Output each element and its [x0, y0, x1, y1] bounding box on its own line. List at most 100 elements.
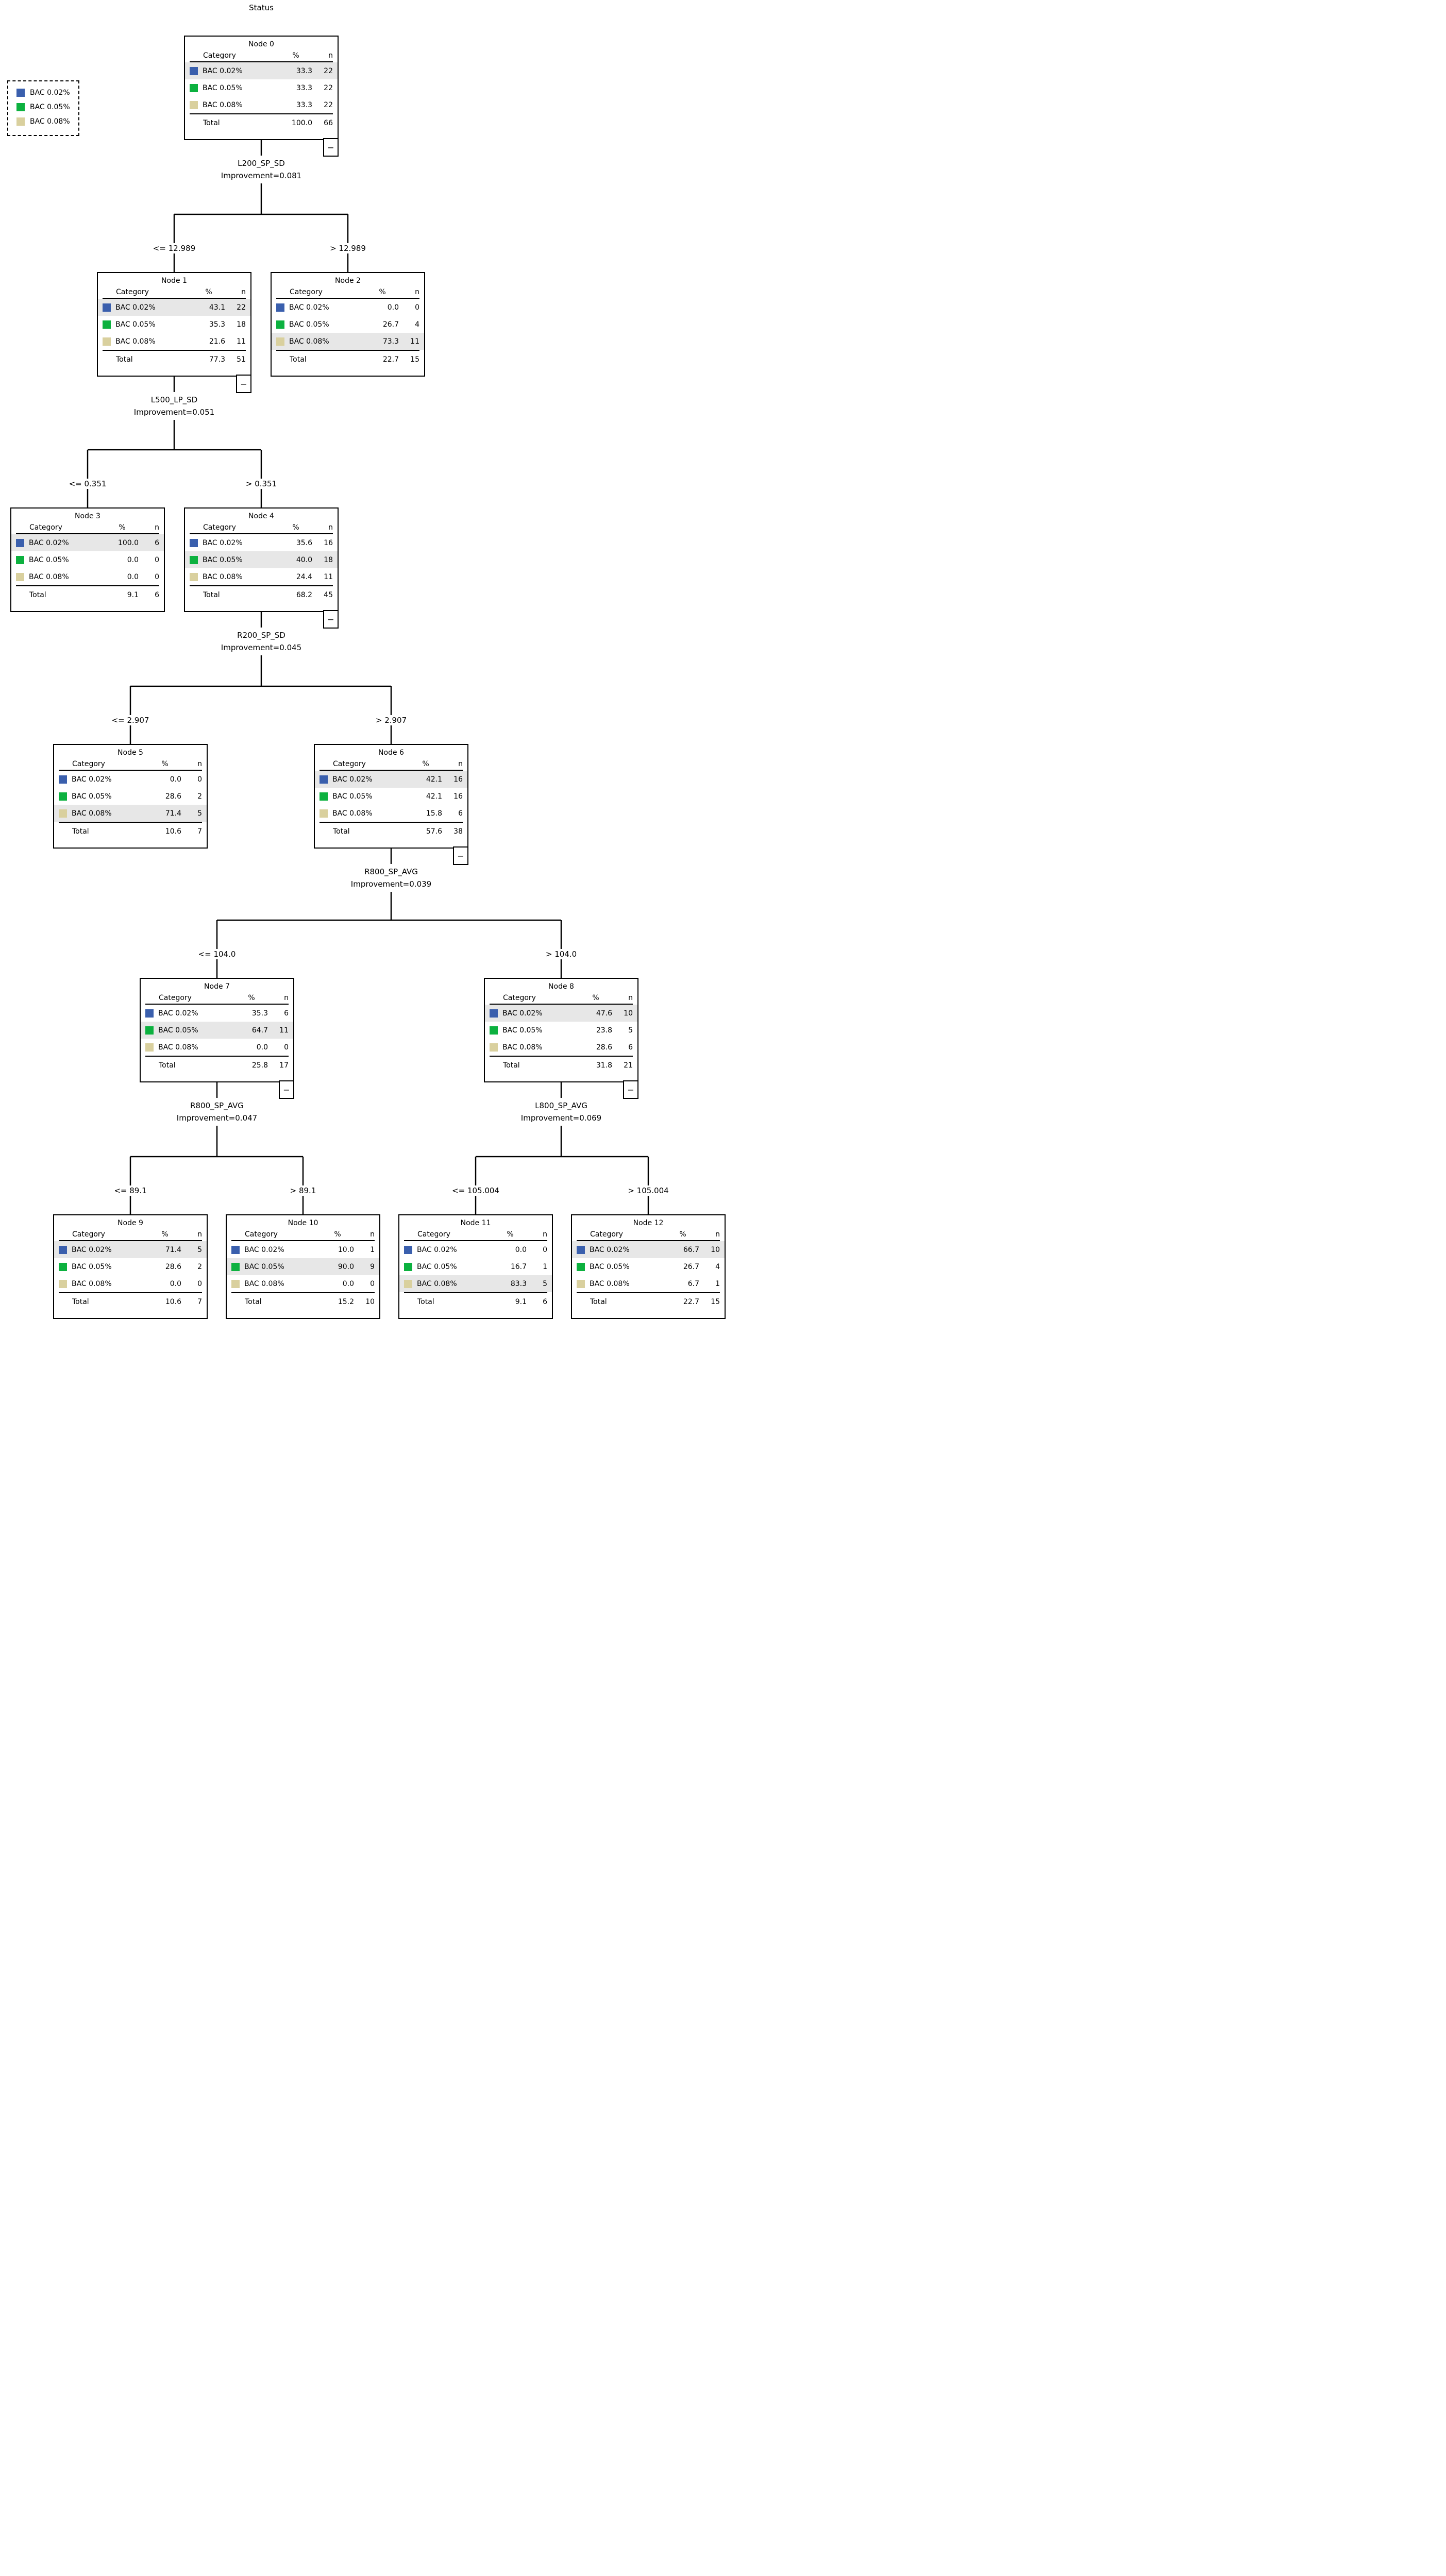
- n-column-header: n: [284, 994, 289, 1002]
- category-label: BAC 0.05%: [502, 1026, 543, 1035]
- decision-tree-canvas: Status BAC 0.02% BAC 0.05% BAC 0.08% Nod…: [0, 0, 732, 1340]
- category-count: 22: [237, 303, 246, 312]
- node-1: Node 1 Category % n BAC 0.02% 43.1 22 BA…: [97, 272, 251, 393]
- category-label: BAC 0.05%: [332, 792, 373, 801]
- category-row: BAC 0.08% 0.0 0: [11, 568, 164, 585]
- category-count: 0: [284, 1043, 289, 1052]
- category-percent: 90.0: [338, 1262, 354, 1271]
- branch-condition-label: <= 105.004: [432, 1185, 519, 1196]
- total-label: Total: [29, 590, 46, 599]
- category-label: BAC 0.02%: [203, 66, 243, 75]
- category-percent: 0.0: [342, 1279, 354, 1288]
- collapse-button[interactable]: −: [453, 846, 468, 865]
- total-label: Total: [590, 1297, 607, 1306]
- category-label: BAC 0.08%: [29, 572, 69, 581]
- node-table-header: Category % n: [103, 287, 246, 299]
- total-label: Total: [72, 1297, 89, 1306]
- category-swatch-icon: [145, 1009, 154, 1018]
- category-swatch-icon: [276, 337, 284, 346]
- category-percent: 71.4: [165, 1245, 181, 1254]
- n-column-header: n: [155, 523, 159, 532]
- node-4: Node 4 Category % n BAC 0.02% 35.6 16 BA…: [184, 507, 339, 629]
- collapse-button[interactable]: −: [279, 1080, 294, 1099]
- total-count: 51: [237, 355, 246, 364]
- node-title: Node 9: [117, 1219, 143, 1227]
- collapse-button[interactable]: −: [323, 138, 339, 157]
- branch-condition-label: > 104.0: [517, 949, 605, 959]
- category-label: BAC 0.08%: [158, 1043, 198, 1052]
- node-title: Node 10: [288, 1219, 318, 1227]
- total-label: Total: [203, 118, 220, 127]
- category-count: 18: [324, 555, 333, 564]
- node-10: Node 10 Category % n BAC 0.02% 10.0 1 BA…: [226, 1214, 380, 1319]
- collapse-button[interactable]: −: [236, 375, 251, 393]
- category-count: 6: [155, 538, 159, 547]
- category-row: BAC 0.08% 15.8 6: [315, 805, 467, 822]
- total-label: Total: [72, 827, 89, 836]
- category-count: 22: [324, 100, 333, 109]
- category-count: 22: [324, 66, 333, 75]
- category-row: BAC 0.02% 42.1 16: [315, 771, 467, 788]
- node-title: Node 3: [75, 512, 100, 520]
- node-title: Node 1: [161, 277, 187, 285]
- category-label: BAC 0.05%: [417, 1262, 457, 1271]
- category-percent: 47.6: [596, 1009, 612, 1018]
- collapse-button[interactable]: −: [623, 1080, 638, 1099]
- category-row: BAC 0.05% 90.0 9: [227, 1258, 379, 1275]
- category-column-header: Category: [417, 1230, 450, 1239]
- category-swatch-icon: [190, 100, 198, 109]
- total-label: Total: [503, 1061, 520, 1070]
- total-row: Total 9.1 6: [399, 1293, 552, 1310]
- category-percent: 83.3: [510, 1279, 527, 1288]
- total-divider: [103, 350, 246, 351]
- category-swatch-icon: [59, 792, 67, 801]
- category-label: BAC 0.08%: [289, 337, 329, 346]
- category-row: BAC 0.08% 0.0 0: [141, 1039, 293, 1056]
- category-count: 16: [453, 775, 463, 784]
- total-count: 6: [543, 1297, 547, 1306]
- percent-column-header: %: [292, 52, 299, 60]
- category-row: BAC 0.08% 71.4 5: [54, 805, 207, 822]
- total-divider: [190, 585, 333, 586]
- total-divider: [59, 822, 202, 823]
- category-column-header: Category: [159, 994, 192, 1002]
- category-label: BAC 0.02%: [289, 303, 329, 312]
- category-percent: 0.0: [256, 1043, 268, 1052]
- category-percent: 0.0: [387, 303, 399, 312]
- tree-connectors: [87, 140, 649, 1214]
- category-swatch-icon: [190, 555, 198, 564]
- category-percent: 26.7: [683, 1262, 699, 1271]
- collapse-button[interactable]: −: [323, 610, 339, 629]
- branch-condition-label: > 0.351: [217, 479, 305, 489]
- category-swatch-icon: [276, 320, 284, 329]
- category-row: BAC 0.08% 24.4 11: [185, 568, 338, 585]
- category-percent: 43.1: [209, 303, 225, 312]
- category-percent: 35.6: [296, 538, 312, 547]
- total-row: Total 31.8 21: [485, 1057, 637, 1074]
- category-row: BAC 0.05% 0.0 0: [11, 551, 164, 568]
- category-label: BAC 0.02%: [29, 538, 69, 547]
- node-12: Node 12 Category % n BAC 0.02% 66.7 10 B…: [571, 1214, 726, 1319]
- category-count: 5: [197, 809, 202, 818]
- total-count: 15: [410, 355, 419, 364]
- n-column-header: n: [715, 1230, 720, 1239]
- total-row: Total 77.3 51: [98, 351, 250, 368]
- category-column-header: Category: [116, 288, 149, 296]
- category-column-header: Category: [590, 1230, 623, 1239]
- category-count: 10: [624, 1009, 633, 1018]
- category-count: 0: [415, 303, 419, 312]
- percent-column-header: %: [292, 523, 299, 532]
- category-label: BAC 0.02%: [72, 775, 112, 784]
- total-label: Total: [116, 355, 133, 364]
- node-3: Node 3 Category % n BAC 0.02% 100.0 6 BA…: [10, 507, 165, 612]
- category-label: BAC 0.05%: [72, 1262, 112, 1271]
- category-label: BAC 0.08%: [502, 1043, 543, 1052]
- category-column-header: Category: [203, 52, 236, 60]
- category-count: 0: [197, 1279, 202, 1288]
- node-table-header: Category % n: [145, 993, 289, 1005]
- category-row: BAC 0.05% 40.0 18: [185, 551, 338, 568]
- category-label: BAC 0.08%: [203, 100, 243, 109]
- node-2: Node 2 Category % n BAC 0.02% 0.0 0 BAC …: [271, 272, 425, 377]
- category-row: BAC 0.05% 33.3 22: [185, 79, 338, 96]
- category-count: 0: [543, 1245, 547, 1254]
